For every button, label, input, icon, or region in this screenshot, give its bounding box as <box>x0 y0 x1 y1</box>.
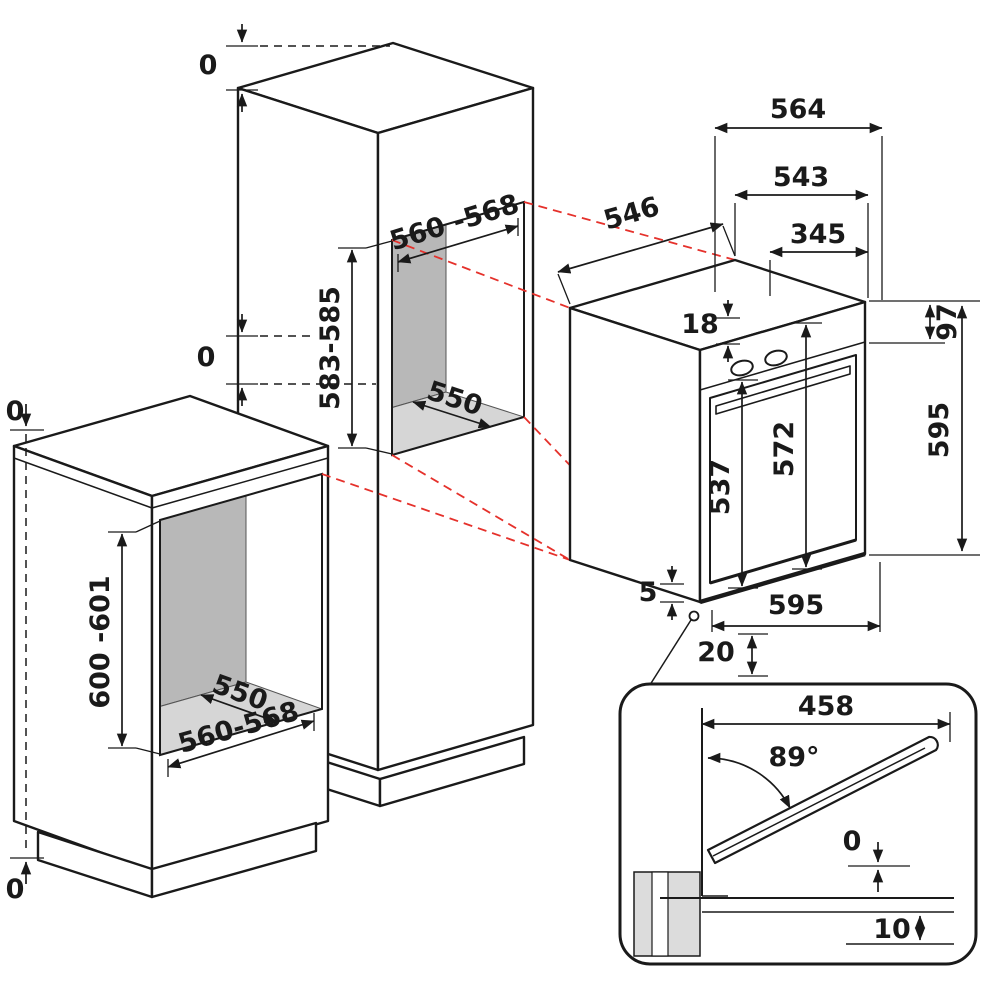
dim-base-flush-bottom: 0 <box>6 857 44 905</box>
dim-oven-height-body: 537 <box>705 379 758 589</box>
worktop-lip-front <box>151 457 329 509</box>
dim-label-floor-clearance: 10 <box>873 914 911 945</box>
dim-label-oven-depth-side: 546 <box>600 191 663 236</box>
door-bottom-shade <box>709 538 857 585</box>
angle-arc <box>707 752 791 809</box>
dim-label-oven-width-front: 595 <box>768 590 824 621</box>
dim-label-base-flush-bottom: 0 <box>6 874 25 905</box>
dim-label-door-width: 458 <box>798 691 854 722</box>
dim-label-tall-flush-mid: 0 <box>197 342 216 373</box>
dim-label-tall-flush-top: 0 <box>199 50 218 81</box>
dim-label-oven-panel-offset: 18 <box>681 309 719 340</box>
dim-floor-clearance: 10 <box>873 914 926 945</box>
dim-label-tall-niche-height: 583-585 <box>315 286 346 410</box>
dim-label-oven-height-front: 572 <box>769 421 800 477</box>
base-cabinet <box>12 394 330 899</box>
base-cabinet-side-face <box>12 444 154 873</box>
callout-leader <box>647 619 692 689</box>
dim-tall-flush-top: 0 <box>199 24 390 112</box>
dim-oven-gap-front: 5 <box>639 566 684 620</box>
projection-line <box>321 473 571 561</box>
dim-oven-clearance-bottom: 20 <box>697 633 768 677</box>
dim-label-oven-panel-height: 97 <box>932 303 963 341</box>
dim-label-oven-height-body: 537 <box>705 459 736 515</box>
detail-callout <box>647 610 700 689</box>
dim-label-oven-depth-body: 543 <box>773 162 829 193</box>
dim-door-gap: 0 <box>843 826 910 892</box>
dim-label-oven-height-side: 595 <box>924 402 955 458</box>
dim-oven-depth-body: 543 <box>734 162 869 298</box>
dim-oven-panel-offset: 18 <box>681 300 740 362</box>
base-cabinet-plinth-front <box>150 821 318 899</box>
dim-label-base-niche-height: 600 -601 <box>85 575 116 708</box>
worktop-lip-side <box>13 457 153 509</box>
dim-label-oven-depth-front: 345 <box>790 219 846 250</box>
oven-bottom-shade <box>699 551 866 605</box>
dim-tall-flush-mid: 0 <box>197 314 376 406</box>
dim-oven-height-front: 572 <box>769 322 822 570</box>
dim-base-flush-top: 0 <box>6 396 44 854</box>
dim-oven-height-side: 595 <box>869 305 980 556</box>
dim-label-base-flush-top: 0 <box>6 396 25 427</box>
dim-label-door-angle: 89° <box>768 742 819 773</box>
oven-knob <box>764 349 788 367</box>
tall-cabinet-plinth-front <box>378 735 526 808</box>
base-niche-opening <box>159 472 323 757</box>
dim-oven-depth-front: 345 <box>769 219 869 296</box>
open-door-inner-line <box>712 747 926 857</box>
dim-oven-depth-total: 564 <box>714 94 883 300</box>
dim-base-niche-height: 600 -601 <box>85 520 161 755</box>
dim-label-oven-depth-total: 564 <box>770 94 826 125</box>
oven-side-face <box>568 306 702 604</box>
projection-line <box>391 454 571 561</box>
oven-knob <box>730 359 754 377</box>
cabinet-section-channel <box>651 871 669 957</box>
dim-door-width: 458 <box>701 691 951 742</box>
callout-point <box>688 610 700 622</box>
dim-label-oven-clearance-bottom: 20 <box>697 637 735 668</box>
dim-oven-panel-height: 97 <box>869 300 980 344</box>
dim-label-door-gap: 0 <box>843 826 862 857</box>
dim-oven-width-front: 595 <box>711 562 881 632</box>
control-panel-edge <box>699 341 866 391</box>
dim-label-oven-gap-front: 5 <box>639 577 658 608</box>
dim-tall-niche-height: 583-585 <box>315 240 393 455</box>
door-detail-view: 89° 458 0 10 <box>618 682 978 966</box>
